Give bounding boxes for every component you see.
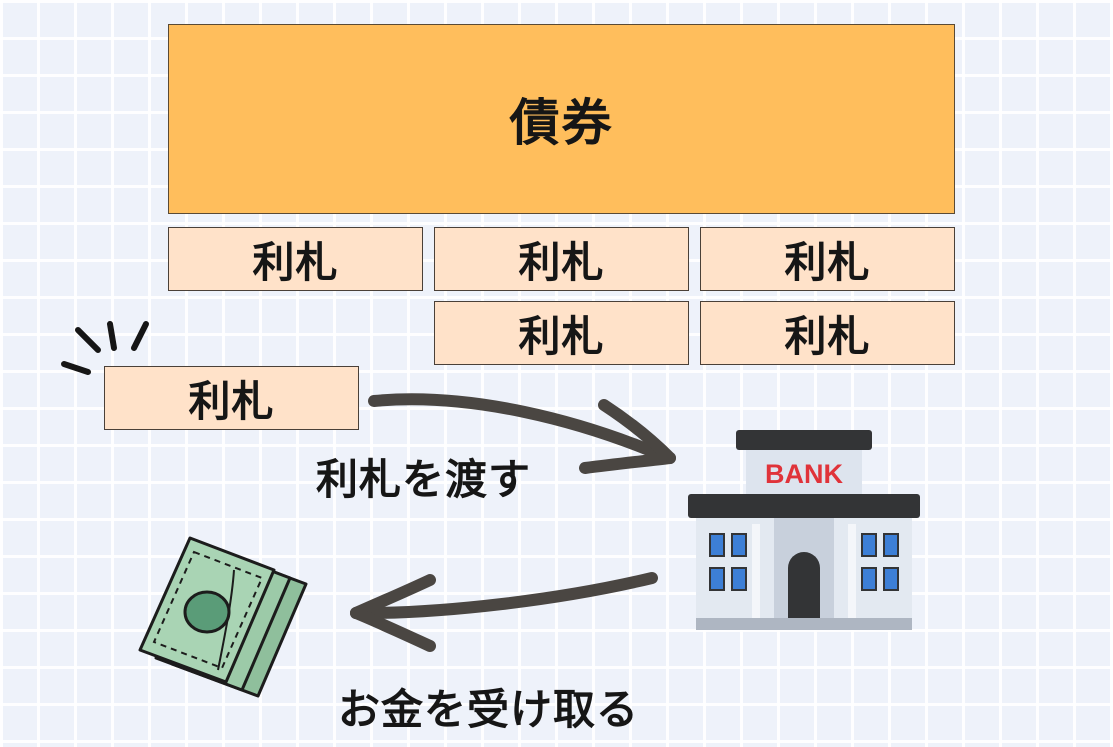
- coupon-4: 利札: [434, 301, 689, 365]
- bond-box: 債券: [168, 24, 955, 214]
- caption-hand-over: 利札を渡す: [316, 455, 532, 504]
- detached-coupon: 利札: [104, 366, 359, 430]
- bank-sign: BANK: [765, 459, 843, 489]
- caption-receive-money: お金を受け取る: [338, 685, 640, 734]
- coupon-label: 利札: [518, 311, 605, 361]
- coupon-label: 利札: [784, 237, 871, 287]
- coupon-2: 利札: [434, 227, 689, 291]
- curved-arrow-left-icon: [350, 572, 658, 652]
- coupon-label: 利札: [518, 237, 605, 287]
- coupon-1: 利札: [168, 227, 423, 291]
- emphasis-burst-icon: [61, 321, 149, 375]
- coupon-label: 利札: [252, 237, 339, 287]
- banknotes-stack-icon: [134, 530, 310, 700]
- bank-building-icon: BANK: [688, 428, 920, 634]
- coupon-5: 利札: [700, 301, 955, 365]
- bond-label: 債券: [509, 94, 614, 152]
- coupon-3: 利札: [700, 227, 955, 291]
- coupon-label: 利札: [784, 311, 871, 361]
- detached-coupon-label: 利札: [188, 376, 275, 426]
